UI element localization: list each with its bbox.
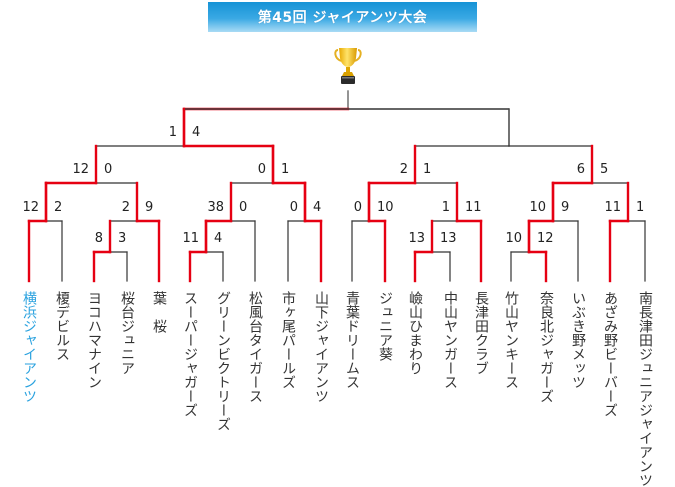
team-name: あざみ野ビーバーズ <box>602 291 618 417</box>
team-name: ヨコハマナイン <box>86 291 102 389</box>
score-left: 8 <box>94 231 103 246</box>
score-right: 9 <box>561 200 570 215</box>
score-left: 2 <box>121 200 130 215</box>
score-right: 3 <box>118 231 127 246</box>
score-right: 5 <box>600 162 609 177</box>
tournament-title: 第45回 ジャイアンツ大会 <box>257 10 428 26</box>
score-left: 2 <box>399 162 408 177</box>
team-name: ジュニア葵 <box>377 291 393 361</box>
team-name: 奈良北ジャガーズ <box>538 291 554 403</box>
team-name: 葉 桜 <box>151 291 167 333</box>
team-name: 中山ヤンガース <box>442 291 458 389</box>
score-left: 0 <box>289 200 298 215</box>
team-name: スーパージャガーズ <box>182 291 198 417</box>
score-left: 6 <box>576 162 585 177</box>
team-name: 榎デビルス <box>54 291 70 361</box>
score-right: 1 <box>423 162 432 177</box>
score-left: 0 <box>257 162 266 177</box>
score-right: 0 <box>239 200 248 215</box>
score-right: 13 <box>440 231 457 246</box>
score-left: 1 <box>168 125 177 140</box>
team-name: 市ヶ尾パールズ <box>280 291 296 389</box>
score-right: 12 <box>537 231 554 246</box>
team-name: 山下ジャイアンツ <box>313 291 329 403</box>
score-left: 11 <box>604 200 621 215</box>
team-name: 横浜ジャイアンツ <box>21 291 37 403</box>
team-name: 青葉ドリームス <box>344 291 360 389</box>
score-right: 11 <box>465 200 482 215</box>
tournament-title-banner: 第45回 ジャイアンツ大会 <box>208 2 477 32</box>
team-name: 南長津田ジュニアジャイアンツ <box>637 291 653 487</box>
score-right: 2 <box>54 200 63 215</box>
team-name: 松風台タイガース <box>247 291 263 403</box>
score-right: 10 <box>377 200 394 215</box>
score-right: 4 <box>192 125 201 140</box>
score-right: 4 <box>313 200 322 215</box>
score-right: 1 <box>636 200 645 215</box>
team-name: いぶき野メッツ <box>570 291 586 389</box>
score-right: 1 <box>281 162 290 177</box>
team-name: 嶮山ひまわり <box>407 291 423 375</box>
score-left: 0 <box>353 200 362 215</box>
team-name: 長津田クラブ <box>473 291 489 375</box>
score-left: 10 <box>505 231 522 246</box>
team-name: 竹山ヤンキース <box>503 291 519 389</box>
score-right: 0 <box>104 162 113 177</box>
score-left: 1 <box>441 200 450 215</box>
trophy-icon <box>334 48 362 84</box>
team-name: 桜台ジュニア <box>119 291 135 375</box>
score-left: 11 <box>182 231 199 246</box>
score-right: 4 <box>214 231 223 246</box>
score-left: 13 <box>408 231 425 246</box>
score-left: 38 <box>207 200 224 215</box>
score-left: 10 <box>529 200 546 215</box>
team-name: グリーンビクトリーズ <box>215 291 231 431</box>
score-left: 12 <box>22 200 39 215</box>
score-right: 9 <box>145 200 154 215</box>
score-left: 12 <box>72 162 89 177</box>
